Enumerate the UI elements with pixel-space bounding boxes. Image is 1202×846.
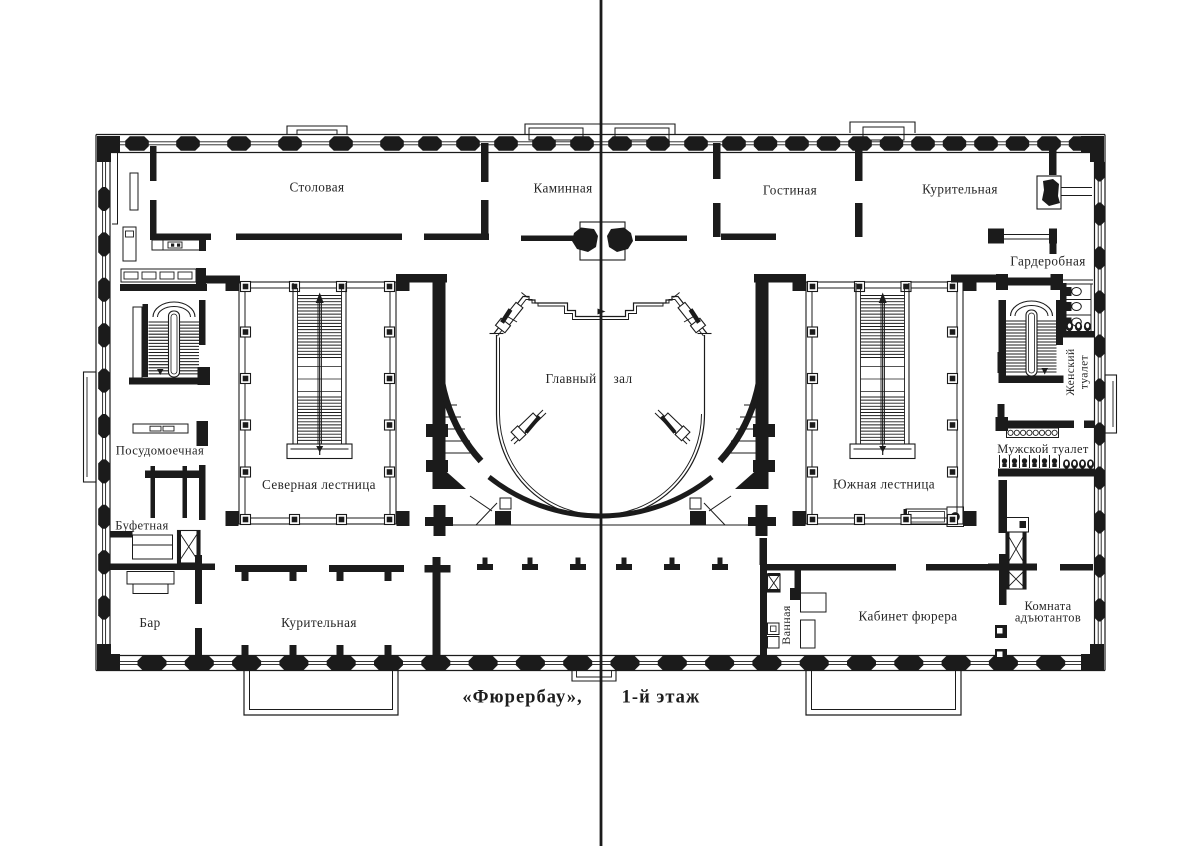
caption-title: «Фюрербау», xyxy=(462,688,582,708)
room-labels: Столовая Каминная Гостиная Курительная Г… xyxy=(115,180,1090,645)
stair-connector-walls xyxy=(206,274,1008,284)
label-garderobnaya: Гардеробная xyxy=(1010,254,1085,269)
adjutants-room-walls xyxy=(988,480,1037,660)
label-gostinaya: Гостиная xyxy=(763,183,817,198)
label-posudomoechnaya: Посудомоечная xyxy=(116,444,204,458)
top-rooms-partitions xyxy=(236,143,1057,240)
label-komnata-2: адъютантов xyxy=(1015,611,1081,625)
bathroom-office xyxy=(759,538,827,656)
label-yuzhnaya: Южная лестница xyxy=(833,477,935,492)
label-komnata-1: Комната xyxy=(1024,599,1071,613)
north-staircase xyxy=(225,276,410,526)
label-stolovaya: Столовая xyxy=(290,180,345,195)
label-glavny: Главный xyxy=(545,371,596,386)
label-kuritelnaya-top: Курительная xyxy=(922,182,998,197)
label-zal: зал xyxy=(614,371,633,386)
womens-toilet xyxy=(1060,283,1095,338)
outer-wall-piers xyxy=(97,136,1105,671)
label-muzhskoy: Мужской туалет xyxy=(997,442,1089,456)
caption: «Фюрербау», 1-й этаж xyxy=(462,688,701,708)
label-kaminnaya: Каминная xyxy=(533,181,592,196)
label-kabinet: Кабинет фюрера xyxy=(858,609,957,624)
south-staircase xyxy=(792,276,977,526)
caption-floor: 1-й этаж xyxy=(622,688,701,708)
service-stair-left xyxy=(129,300,210,385)
corridor-wall xyxy=(110,557,1093,657)
label-vannaya: Ванная xyxy=(779,605,793,645)
label-bufetnaya: Буфетная xyxy=(115,519,168,533)
kitchen-serving xyxy=(112,146,211,291)
label-kuritelnaya-bottom: Курительная xyxy=(281,615,357,630)
book-fold-line xyxy=(599,0,603,846)
porches-and-bays xyxy=(82,121,1118,716)
label-zhensky-1: Женский xyxy=(1064,348,1077,395)
fireplace xyxy=(521,221,687,261)
smoking-room-stove xyxy=(1036,175,1092,210)
label-zhensky-2: туалет xyxy=(1078,355,1091,389)
label-bar: Бар xyxy=(139,615,160,630)
scullery-pantry-bar xyxy=(110,421,208,656)
amphitheatre-arcs xyxy=(425,274,776,536)
label-severnaya: Северная лестница xyxy=(262,477,376,492)
